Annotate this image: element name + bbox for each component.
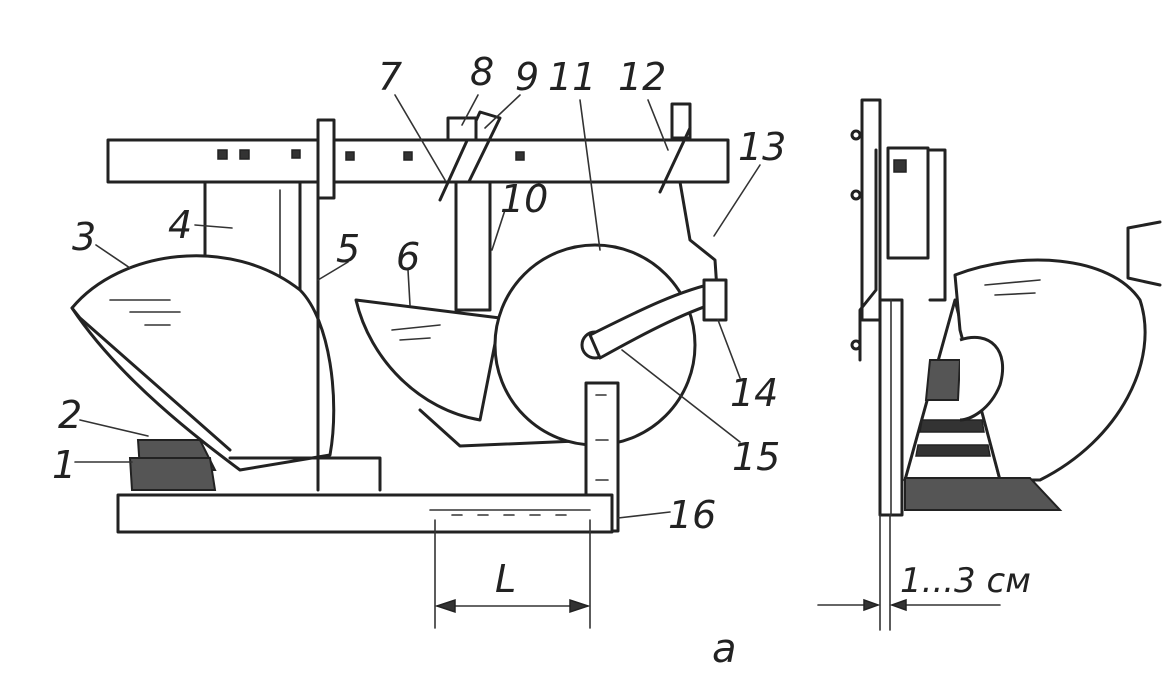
front-mouldboard: [953, 258, 1147, 482]
part-label-7: 7: [378, 55, 402, 99]
disc-clamp: [702, 278, 728, 322]
leader-lines: [74, 94, 761, 519]
dimension-offset: 1...3 см: [817, 514, 1031, 631]
dimension-l: L: [434, 519, 591, 629]
part-label-16: 16: [668, 493, 716, 537]
front-share-curve: [959, 335, 1005, 422]
share-1: [128, 457, 217, 491]
part-label-15: 15: [732, 435, 780, 479]
part-label-3: 3: [72, 215, 96, 259]
skimmer-6: [354, 298, 502, 422]
adjust-bracket: [438, 110, 502, 202]
adjust-screw: [446, 116, 478, 142]
mouldboard-3: [70, 254, 336, 472]
front-edge-box: [1126, 220, 1162, 287]
part-label-4: 4: [168, 203, 192, 247]
part-label-11: 11: [548, 55, 596, 99]
part-label-1: 1: [52, 443, 76, 487]
skimmer-shank: [418, 408, 602, 448]
mouldboard-edge: [70, 306, 232, 452]
landside-bar: [228, 456, 382, 492]
part-label-14: 14: [730, 371, 778, 415]
subfigure-label: a: [712, 626, 737, 672]
frame-beam: [106, 138, 730, 184]
dimension-l-label: L: [495, 557, 516, 601]
front-share: [904, 477, 1063, 511]
part-label-8: 8: [470, 50, 494, 94]
part-label-10: 10: [500, 177, 548, 221]
clamp-left: [316, 118, 336, 200]
part-label-13: 13: [738, 125, 786, 169]
front-view: 1...3 см: [817, 98, 1162, 631]
part-label-12: 12: [618, 55, 666, 99]
front-coulter-arm: [858, 148, 878, 362]
skimmer-stand-7: [454, 180, 492, 312]
part-label-6: 6: [396, 235, 420, 279]
part-label-5: 5: [336, 227, 360, 271]
part-label-9: 9: [515, 55, 539, 99]
dimension-offset-label: 1...3 см: [900, 561, 1031, 601]
rear-bracket: [658, 126, 692, 194]
frame-holes: [217, 149, 525, 161]
clamp-right: [670, 102, 692, 140]
sole-plate-16: [116, 493, 614, 534]
part-label-2: 2: [58, 393, 82, 437]
side-view: 1 2 3 4 5 6 7 8 9 11 12 13 10 14 15 16 L…: [52, 50, 786, 672]
